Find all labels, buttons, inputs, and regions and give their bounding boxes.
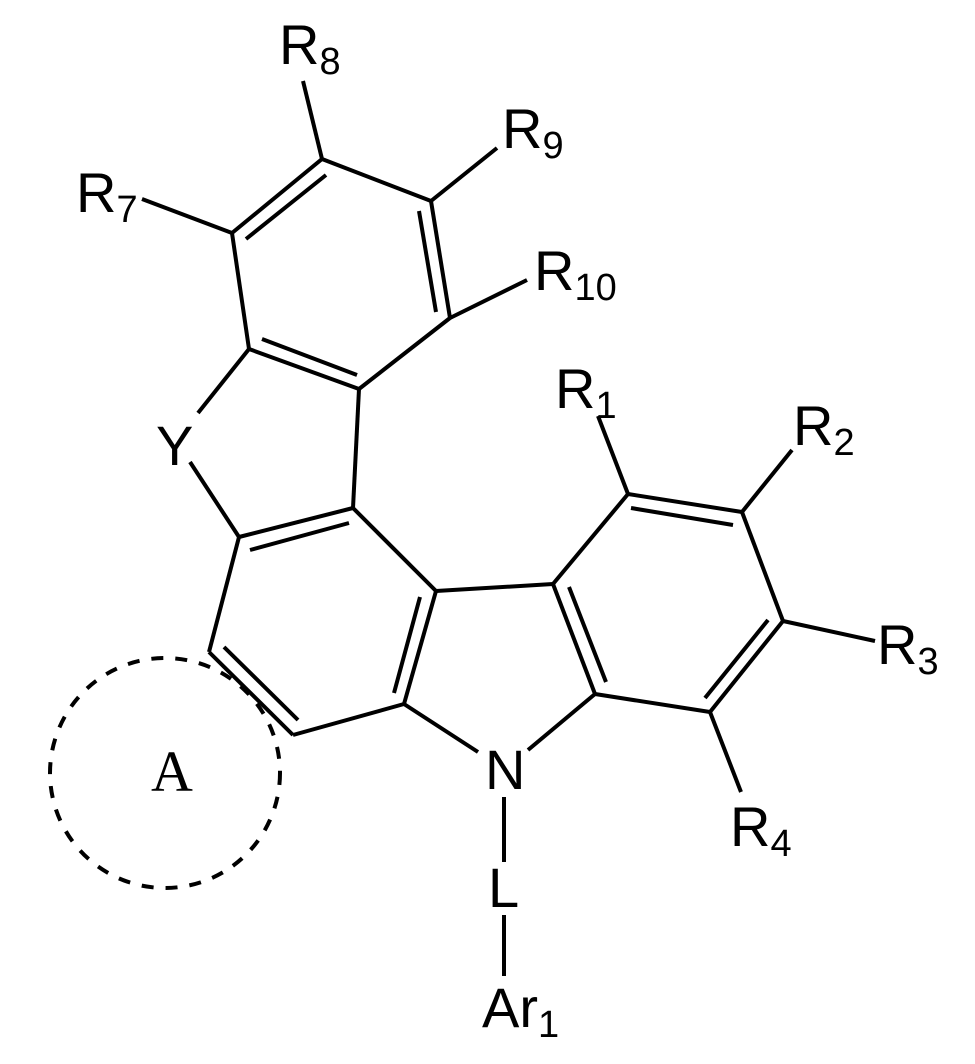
- middle-benzene-ring: [207, 506, 438, 737]
- right-ring-substituent-bonds: [596, 415, 876, 793]
- label-l: L: [488, 856, 519, 919]
- label-r8: R8: [279, 13, 341, 83]
- y-five-membered-ring: [188, 347, 361, 539]
- label-y: Y: [156, 414, 193, 477]
- label-r7: R7: [76, 161, 138, 231]
- label-r4: R4: [730, 795, 792, 865]
- label-ring-a: A: [151, 739, 193, 804]
- label-r10: R10: [534, 239, 617, 309]
- label-r3: R3: [877, 613, 939, 683]
- label-n: N: [485, 738, 525, 801]
- right-benzene-ring: [551, 492, 785, 714]
- top-benzene-ring: [230, 157, 452, 391]
- label-ar1: Ar1: [482, 976, 559, 1046]
- fused-ring-a-dashed-circle: [48, 656, 282, 890]
- label-r9: R9: [502, 97, 564, 167]
- label-r2: R2: [793, 394, 855, 464]
- label-r1: R1: [555, 357, 617, 427]
- pyrrole-ring: [402, 582, 597, 754]
- top-ring-substituent-bonds: [141, 80, 528, 320]
